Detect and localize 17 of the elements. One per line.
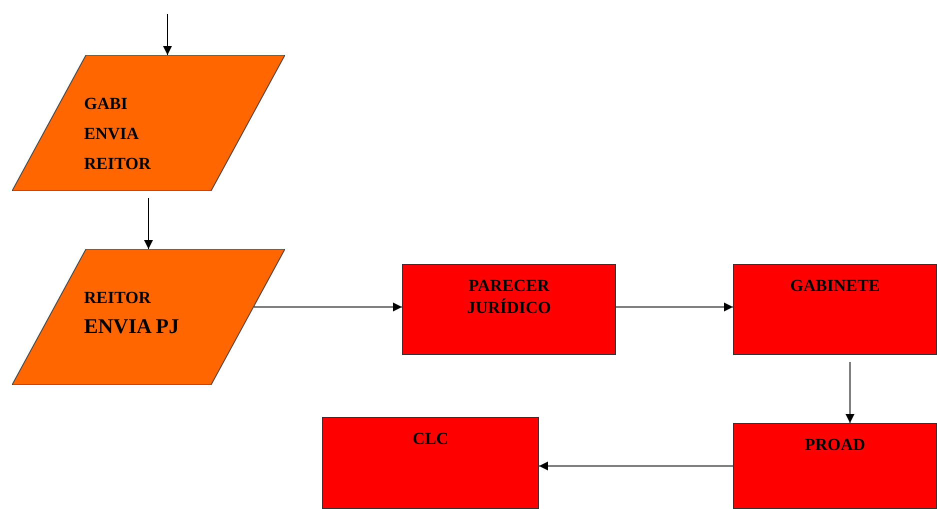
- node-label: GABI ENVIA REITOR: [84, 93, 152, 175]
- arrow: [252, 302, 402, 312]
- arrow: [616, 302, 734, 312]
- arrow: [163, 14, 172, 56]
- node-label: ENVIA PJ: [84, 313, 180, 339]
- process-box: [402, 264, 616, 355]
- node-label: PROAD: [804, 434, 866, 456]
- node-label: REITOR: [84, 287, 152, 309]
- process-box: [733, 264, 937, 355]
- node-label: PARECER JURÍDICO: [466, 275, 552, 319]
- node-label: GABINETE: [789, 275, 881, 297]
- arrow: [846, 362, 854, 424]
- node-label: CLC: [412, 428, 450, 450]
- arrow: [144, 198, 153, 250]
- process-box: [733, 423, 937, 509]
- process-box: [322, 417, 539, 509]
- arrow: [538, 462, 734, 470]
